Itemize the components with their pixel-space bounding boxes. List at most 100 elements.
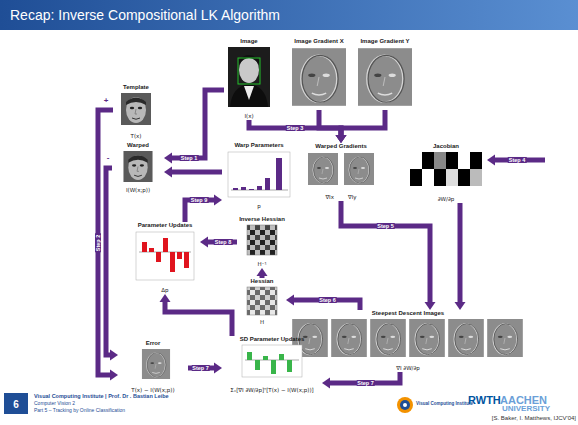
- panel-heading: Inverse Hessian: [239, 216, 285, 223]
- warped-gradient-x: [308, 153, 338, 185]
- arrow-head: [336, 135, 347, 143]
- logo-text: UNIVERSITY: [502, 405, 550, 414]
- panel-heading: Steepest Descent Images: [372, 310, 444, 317]
- flow-line: [206, 240, 237, 245]
- flow-arrow: [455, 203, 466, 310]
- formula-label: p: [257, 203, 261, 210]
- image-panel: Warp Parameters p: [222, 142, 296, 210]
- flow-arrow: [106, 168, 118, 361]
- flow-line: [185, 200, 216, 222]
- sign-symbol: -: [107, 154, 110, 163]
- arrow-head: [336, 135, 347, 143]
- formula-label: Δp: [161, 287, 168, 294]
- formula-row: ∂W/∂p: [438, 196, 454, 203]
- step-label: Step 6: [318, 297, 337, 303]
- footer-text: Visual Computing Institute | Prof. Dr . …: [34, 393, 169, 399]
- hessian-image: [247, 287, 277, 315]
- formula-label: ∂W/∂p: [438, 196, 454, 203]
- image-panel: Image Gradient Y: [354, 38, 416, 110]
- image-panel: ImageI(x): [224, 38, 274, 120]
- image-panel: ErrorT(x) − I(W(x;p)): [118, 340, 188, 394]
- arrow-head: [214, 363, 222, 374]
- formula-row: I(W(x;p)): [126, 187, 150, 194]
- page-number: 6: [13, 398, 19, 409]
- arrow-head: [214, 195, 222, 206]
- template-image: [121, 93, 151, 125]
- logo-text: RWTH: [468, 394, 501, 406]
- steepest-descent-images: [292, 319, 523, 357]
- image-panel: Steepest Descent Images ∇I ∂W/∂p: [288, 310, 528, 372]
- flow-line: [170, 90, 224, 158]
- formula-row: I(x): [244, 113, 253, 120]
- formula-label: ∇I ∂W/∂p: [396, 365, 420, 372]
- institute-logo: [397, 397, 413, 413]
- flow-arrow: [188, 363, 222, 374]
- formula-label: H⁻¹: [257, 261, 266, 268]
- sd-update-chart: [242, 345, 302, 377]
- flow-arrow: [160, 294, 233, 336]
- warped-gradient-y: [344, 153, 374, 185]
- flow-line: [319, 110, 341, 137]
- image-panel: Parameter UpdatesΔp: [130, 222, 200, 294]
- panel-heading: Jacobian: [433, 143, 459, 150]
- formula-row: ∇I ∂W/∂p: [396, 365, 420, 372]
- step-label: Step 7: [191, 365, 210, 371]
- flow-arrow: [249, 120, 347, 143]
- arrow-head: [455, 302, 466, 310]
- step-label: Step 3: [286, 125, 305, 131]
- arrow-head: [322, 378, 330, 389]
- panel-heading: Warp Parameters: [234, 142, 283, 149]
- gradient-x-image: [292, 48, 346, 106]
- flow-line: [170, 170, 222, 175]
- flow-arrow: [341, 201, 436, 310]
- image-panel: WarpedI(W(x;p)): [112, 142, 164, 194]
- panel-heading: SD Parameter Updates: [240, 336, 305, 343]
- image-panel: HessianH: [238, 278, 286, 326]
- panel-heading: Warped Gradients: [315, 143, 366, 150]
- step-label: Step 7: [356, 380, 375, 386]
- arrow-head: [336, 135, 347, 143]
- flow-arrow: [322, 372, 400, 389]
- warp-parameter-chart: [228, 152, 290, 197]
- parameter-update-chart: [136, 232, 194, 280]
- formula-label: I(W(x;p)): [126, 187, 150, 194]
- panel-heading: Error: [146, 340, 161, 347]
- gradient-y-image: [358, 48, 412, 106]
- sign-symbol: +: [104, 97, 109, 106]
- panel-heading: Image Gradient Y: [360, 38, 409, 45]
- logo-text: Visual Computing Institute: [416, 402, 473, 407]
- step-label: Step 9: [190, 197, 209, 203]
- flow-arrow: [286, 295, 360, 311]
- arrow-head: [164, 167, 172, 178]
- arrow-head: [164, 153, 172, 164]
- panel-heading: Template: [123, 84, 149, 91]
- formula-label: ∇Iy: [348, 194, 357, 201]
- step-label: Step 2: [95, 233, 101, 252]
- input-photo: [228, 47, 270, 107]
- image-panel: Jacobian ∂W/∂p: [406, 143, 486, 203]
- flow-arrow: [185, 195, 222, 223]
- arrow-head: [257, 268, 268, 276]
- formula-label: Σₓ[∇I ∂W/∂p]ᵀ[T(x) − I(W(x;p))]: [230, 387, 313, 394]
- citation: [S. Baker, I. Matthews, IJCV'04]: [492, 415, 576, 422]
- panel-heading: Parameter Updates: [138, 222, 193, 229]
- footer-text: Computer Vision 2: [34, 401, 75, 407]
- image-panel: Warped Gradients ∇Ix∇Iy: [304, 143, 378, 201]
- panel-heading: Image: [240, 38, 257, 45]
- image-panel: TemplateT(x): [113, 84, 159, 140]
- flow-arrow: [336, 110, 386, 143]
- step-label: Step 4: [508, 157, 527, 163]
- image-panel: Inverse HessianH⁻¹: [237, 216, 287, 268]
- jacobian-image: [410, 152, 482, 186]
- step-4-arrow: [487, 155, 545, 166]
- panel-heading: Image Gradient X: [294, 38, 343, 45]
- formula-row: H⁻¹: [257, 261, 266, 268]
- flow-line: [188, 366, 216, 371]
- formula-row: H: [260, 319, 264, 326]
- image-panel: Image Gradient X: [288, 38, 350, 110]
- step-label: Step 1: [180, 155, 199, 161]
- formula-row: ∇Ix∇Iy: [325, 194, 356, 201]
